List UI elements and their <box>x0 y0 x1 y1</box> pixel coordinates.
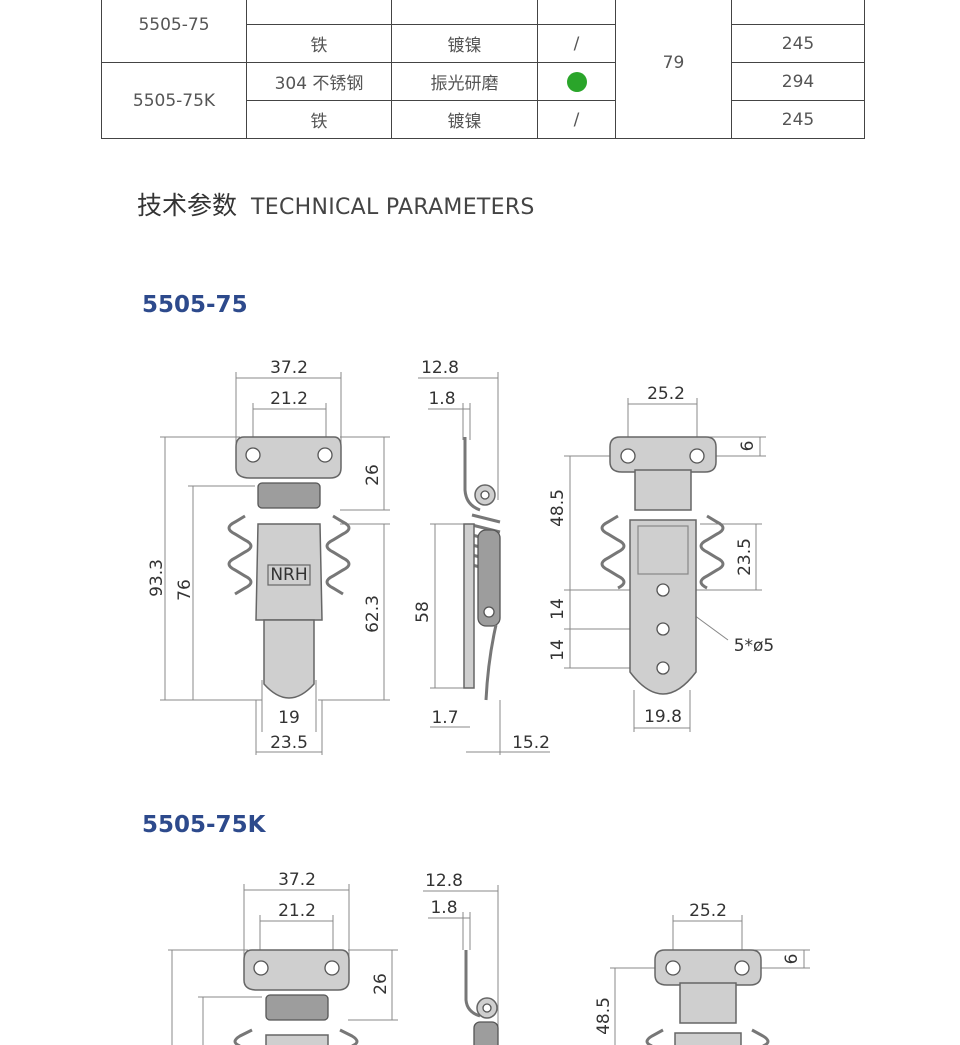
dim-label: 21.2 <box>278 901 316 921</box>
dim-label: 1.7 <box>431 708 458 728</box>
table-row: 5505-75 79 <box>101 0 865 139</box>
front-logo: NRH <box>270 565 307 585</box>
back-view: 25.2 6 48.5 23.5 14 14 5*ø5 19.8 <box>548 384 774 732</box>
dim-label: 26 <box>371 973 391 995</box>
dim-label: 5*ø5 <box>734 636 775 656</box>
side-view: 12.8 1.8 <box>423 871 499 1045</box>
table-cell-finish: 镀镍 <box>391 24 538 63</box>
section-title-cn: 技术参数 <box>137 191 238 220</box>
table-cell-mark <box>537 62 616 101</box>
green-dot-icon <box>566 71 587 92</box>
dim-label: 25.2 <box>647 384 685 404</box>
side-view: 12.8 1.8 58 1.7 15.2 <box>413 358 550 755</box>
dim-label: 1.8 <box>430 898 457 918</box>
technical-drawing-5505-75: NRH 37.2 21.2 93.3 76 26 62.3 19 23.5 12… <box>147 358 774 755</box>
section-title-en: TECHNICAL PARAMETERS <box>251 195 535 220</box>
dim-label: 93.3 <box>147 559 167 597</box>
table-cell-value: 245 <box>731 24 865 63</box>
table-row: 5505-75K 304 不锈钢 振光研磨 294 <box>101 62 865 139</box>
dim-label: 62.3 <box>363 595 383 633</box>
table-cell-value: 245 <box>731 100 865 139</box>
table-cell-material: 铁 <box>246 100 392 139</box>
table-cell-mark <box>537 0 616 25</box>
dim-label: 1.8 <box>428 389 455 409</box>
dim-label: 12.8 <box>421 358 459 378</box>
table-cell-merged-value: 79 <box>615 0 732 139</box>
dim-label: 37.2 <box>270 358 308 378</box>
dim-label: 14 <box>548 598 568 620</box>
table-cell-finish: 镀镍 <box>391 100 538 139</box>
table-cell-mark: / <box>537 24 616 63</box>
dim-label: 48.5 <box>594 997 614 1035</box>
dim-label: 76 <box>175 579 195 601</box>
model-title: 5505-75 <box>142 292 248 318</box>
dim-label: 37.2 <box>278 870 316 890</box>
table-cell-material: 304 不锈钢 <box>246 62 392 101</box>
dim-label: 23.5 <box>270 733 308 753</box>
dim-label: 12.8 <box>425 871 463 891</box>
dim-label: 58 <box>413 601 433 623</box>
table-cell-finish: 振光研磨 <box>391 62 538 101</box>
table-cell-mark: / <box>537 100 616 139</box>
front-view: 37.2 21.2 26 <box>168 870 398 1045</box>
table-cell-material <box>246 0 392 25</box>
spec-table: 5505-75 79 铁 镀镍 / 245 5505-75K 304 不锈钢 振… <box>101 0 865 139</box>
dim-label: 14 <box>548 639 568 661</box>
section-title: 技术参数 TECHNICAL PARAMETERS <box>137 186 535 222</box>
dim-label: 26 <box>363 464 383 486</box>
dim-label: 48.5 <box>548 489 568 527</box>
dim-label: 25.2 <box>689 901 727 921</box>
table-cell-value: 294 <box>731 62 865 101</box>
model-title: 5505-75K <box>142 812 266 838</box>
technical-drawing-5505-75k: 37.2 21.2 26 12.8 1.8 25.2 6 48.5 <box>168 870 810 1045</box>
dim-label: 19 <box>278 708 300 728</box>
table-cell-model: 5505-75K <box>101 62 247 139</box>
dim-label: 23.5 <box>735 538 755 576</box>
dim-label: 21.2 <box>270 389 308 409</box>
table-row: 铁 镀镍 / 245 <box>102 100 865 139</box>
table-cell-model: 5505-75 <box>101 0 247 63</box>
front-view: NRH 37.2 21.2 93.3 76 26 62.3 19 23.5 <box>147 358 390 755</box>
table-cell-finish <box>391 0 538 25</box>
dim-label: 6 <box>782 954 802 965</box>
dim-label: 6 <box>738 441 758 452</box>
dim-label: 15.2 <box>512 733 550 753</box>
table-cell-value <box>731 0 865 25</box>
back-view: 25.2 6 48.5 <box>594 901 810 1045</box>
dim-label: 19.8 <box>644 707 682 727</box>
table-cell-material: 铁 <box>246 24 392 63</box>
